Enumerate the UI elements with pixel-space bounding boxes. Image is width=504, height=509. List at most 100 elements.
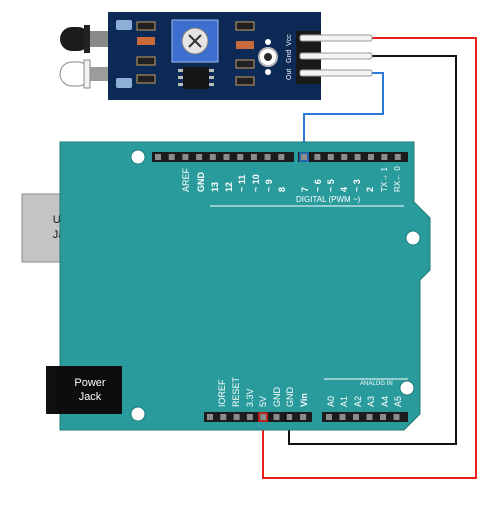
- header-pin-socket: [250, 154, 257, 160]
- power-pin-label: 5V: [258, 396, 268, 407]
- digital-header-pins: [155, 154, 401, 160]
- analog-pin-label: A3: [366, 396, 376, 407]
- header-pin-socket: [366, 414, 373, 420]
- digital-pin-label: AREF: [181, 167, 191, 192]
- board-mount-hole-icon: [405, 230, 421, 246]
- board-mount-hole-icon: [130, 406, 146, 422]
- header-pin-socket: [327, 154, 334, 160]
- power-jack-label-line1: Power: [74, 377, 106, 389]
- digital-pin-label: TX→ 1: [380, 167, 389, 192]
- vcc-pin-label: Vcc: [286, 34, 293, 46]
- digital-pin-label: 4: [339, 187, 349, 192]
- signal-wire-terminal: [299, 152, 309, 162]
- header-pin-socket: [394, 154, 401, 160]
- analog-caption: ANALOG IN: [360, 381, 393, 387]
- analog-pin-label: A5: [393, 396, 403, 407]
- power-jack-label-line2: Jack: [79, 391, 102, 403]
- digital-header-strip-right: [298, 152, 408, 162]
- header-pin-socket: [264, 154, 271, 160]
- power-pin-label: IOREF: [217, 379, 227, 407]
- digital-pin-label: RX← 0: [393, 166, 402, 192]
- digital-pin-label: 12: [224, 182, 234, 192]
- analog-header-strip: [322, 412, 408, 422]
- analog-pin-label: A2: [353, 396, 363, 407]
- power-jack: Power Jack: [46, 366, 122, 414]
- header-pin-socket: [314, 154, 321, 160]
- power-pin-label: RESET: [231, 376, 241, 407]
- power-pin-label: 3.3V: [245, 388, 255, 407]
- digital-pin-label: ~ 3: [352, 179, 362, 192]
- header-pin-socket: [196, 154, 203, 160]
- header-pin-socket: [300, 414, 307, 420]
- header-pin-socket: [246, 414, 253, 420]
- header-pin-socket: [368, 154, 374, 160]
- power-header-strip: [204, 412, 312, 422]
- header-pin-socket: [341, 154, 348, 160]
- analog-pin-label: A0: [326, 396, 336, 407]
- power-pin-label: GND: [272, 387, 282, 408]
- header-pin-socket: [354, 154, 361, 160]
- digital-pin-label: ~ 10: [251, 174, 261, 192]
- digital-pin-label: ~ 9: [264, 179, 274, 192]
- header-pin-socket: [339, 414, 346, 420]
- header-pin-socket: [168, 154, 175, 160]
- header-pin-socket: [237, 154, 244, 160]
- analog-pin-label: A1: [339, 396, 349, 407]
- header-pin-socket: [278, 154, 285, 160]
- digital-pin-label: 7: [300, 187, 310, 192]
- mounting-hole-icon: [258, 47, 278, 67]
- header-pin-socket: [182, 154, 189, 160]
- header-pin-socket: [353, 414, 359, 420]
- digital-pin-label: ~ 11: [237, 175, 247, 192]
- power-pin-labels: IOREF RESET 3.3V 5V GND GND Vin: [217, 376, 309, 407]
- digital-caption: DIGITAL (PWM ~): [296, 195, 361, 204]
- header-pin-socket: [381, 154, 388, 160]
- signal-wire: [303, 72, 384, 156]
- gnd-wire-terminal: [284, 412, 294, 422]
- header-pin-socket: [301, 154, 307, 160]
- ir-receiver-led: [59, 59, 110, 89]
- digital-pin-label: GND: [196, 172, 206, 193]
- analog-pin-label: A4: [380, 396, 390, 407]
- board-mount-hole-icon: [399, 380, 415, 396]
- ir-emitter-led: [60, 25, 110, 53]
- header-pin-socket: [393, 414, 400, 420]
- header-pin-socket: [223, 154, 230, 160]
- digital-pin-label: 13: [210, 182, 220, 192]
- digital-header-strip-left: [152, 152, 294, 162]
- header-pin-socket: [233, 414, 240, 420]
- gnd-wire: [288, 55, 457, 445]
- vcc-wire-terminal: [258, 412, 268, 422]
- power-pin-label: Vin: [299, 393, 309, 407]
- board-mount-hole-icon: [130, 149, 146, 165]
- arduino-board: USB Jack Power Jack AREF GND 13 1: [21, 141, 431, 431]
- gnd-pin-label: Gnd: [286, 50, 293, 63]
- analog-header-pins: [326, 414, 400, 420]
- sensor-header-pins: [296, 31, 373, 84]
- ir-sensor-module: Vcc Gnd Out: [59, 12, 373, 100]
- digital-pin-labels: AREF GND 13 12 ~ 11 ~ 10 ~ 9 8 7 ~ 6 ~ 5…: [181, 166, 402, 192]
- digital-pin-label: ~ 5: [326, 179, 336, 192]
- comparator-chip-icon: [178, 67, 214, 89]
- digital-pin-label: 8: [277, 187, 287, 192]
- header-pin-socket: [260, 414, 267, 420]
- header-pin-socket: [273, 414, 280, 420]
- arduino-pcb: [59, 141, 431, 431]
- power-pin-label: GND: [285, 387, 295, 408]
- header-pin-socket: [209, 154, 216, 160]
- potentiometer-icon: [171, 19, 219, 63]
- header-pin-socket: [207, 414, 213, 420]
- out-pin-label: Out: [286, 69, 293, 80]
- vcc-wire: [262, 37, 477, 479]
- digital-pin-label: ~ 6: [313, 179, 323, 192]
- wires: [262, 37, 477, 479]
- header-pin-socket: [286, 414, 293, 420]
- header-pin-socket: [220, 414, 227, 420]
- power-header-pins: [207, 414, 307, 420]
- analog-pin-labels: A0 A1 A2 A3 A4 A5: [326, 396, 403, 407]
- header-pin-socket: [155, 154, 161, 160]
- header-pin-socket: [326, 414, 332, 420]
- header-pin-socket: [380, 414, 386, 420]
